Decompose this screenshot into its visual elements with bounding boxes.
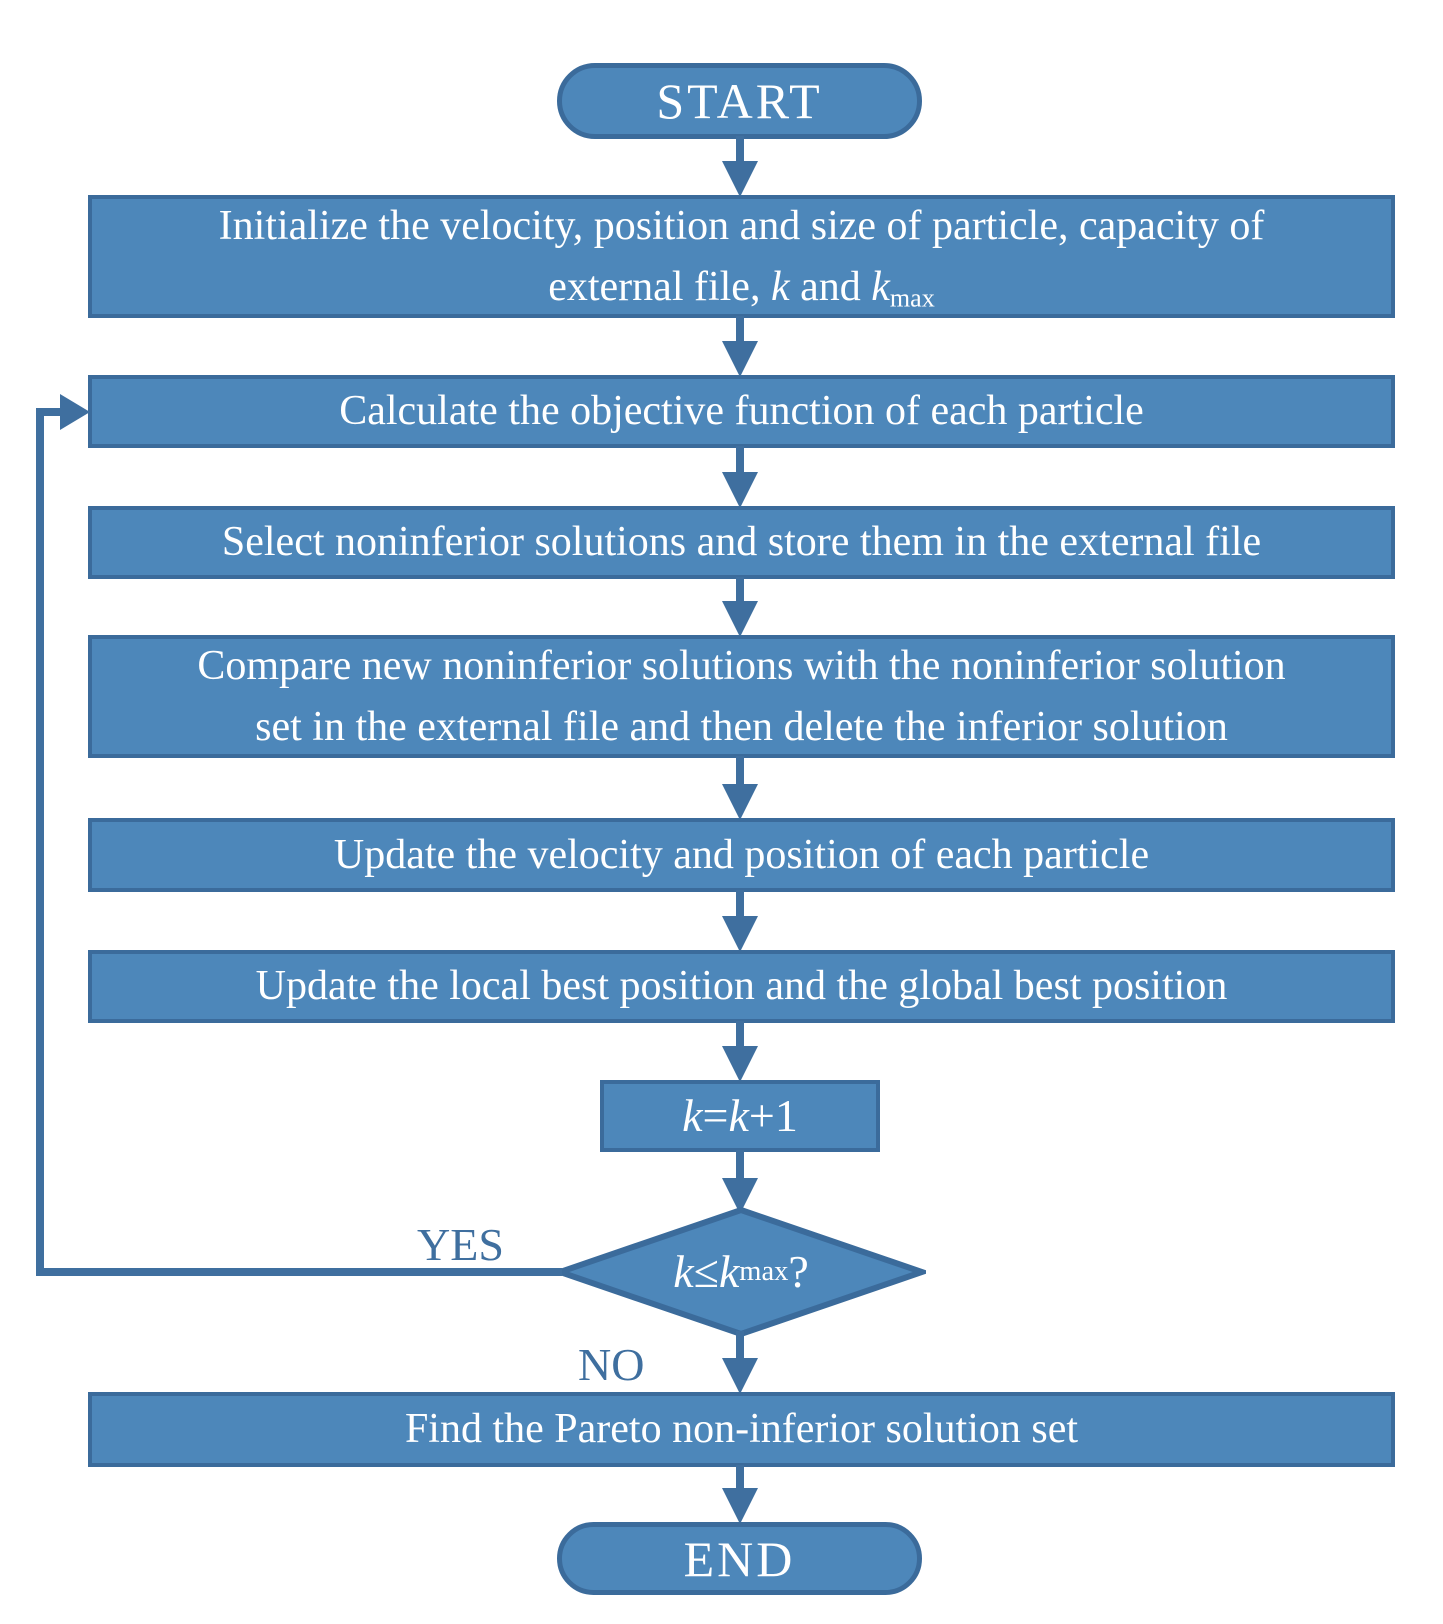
start-node: START: [557, 63, 922, 139]
end-node: END: [557, 1522, 922, 1595]
increment-node: k=k+1: [600, 1080, 880, 1152]
init-kmax-subscript: max: [889, 283, 935, 312]
find-node: Find the Pareto non-inferior solution se…: [88, 1392, 1395, 1467]
arrow-down-icon: [722, 136, 758, 197]
decision-leq: ≤: [693, 1246, 719, 1297]
decision-question-mark: ?: [788, 1246, 809, 1297]
increment-k1: k: [682, 1090, 703, 1141]
init-line1: Initialize the velocity, position and si…: [218, 202, 1265, 249]
decision-k1: k: [673, 1246, 694, 1297]
init-k2: k: [871, 263, 890, 310]
select-label: Select noninferior solutions and store t…: [221, 519, 1262, 565]
yes-arrowhead-icon: [60, 394, 90, 430]
find-label: Find the Pareto non-inferior solution se…: [404, 1406, 1079, 1452]
compare-line2: set in the external file and then delete…: [255, 703, 1228, 750]
yes-line-vertical: [36, 408, 44, 1276]
compare-node: Compare new noninferior solutions with t…: [88, 635, 1395, 758]
increment-k2: k: [728, 1090, 749, 1141]
init-node: Initialize the velocity, position and si…: [88, 195, 1395, 318]
arrow-down-icon: [722, 1021, 758, 1082]
no-label: NO: [578, 1339, 645, 1390]
init-label: Initialize the velocity, position and si…: [219, 196, 1265, 318]
update-velocity-node: Update the velocity and position of each…: [88, 818, 1395, 892]
increment-equals: =: [702, 1090, 729, 1141]
init-k1: k: [770, 263, 790, 310]
end-label: END: [683, 1530, 796, 1587]
calculate-node: Calculate the objective function of each…: [88, 375, 1395, 448]
arrow-down-icon: [722, 756, 758, 820]
yes-label: YES: [417, 1219, 504, 1270]
increment-plus-one: +1: [748, 1090, 798, 1141]
start-label: START: [656, 73, 823, 129]
decision-k2: k: [718, 1246, 740, 1297]
update-velocity-label: Update the velocity and position of each…: [333, 831, 1150, 878]
arrow-down-icon: [722, 1150, 758, 1214]
init-line2-prefix: external file,: [548, 263, 771, 310]
calculate-label: Calculate the objective function of each…: [339, 388, 1144, 434]
arrow-down-icon: [722, 1331, 758, 1394]
arrow-down-icon: [722, 1465, 758, 1524]
arrow-down-icon: [722, 316, 758, 377]
compare-line1: Compare new noninferior solutions with t…: [197, 642, 1286, 689]
yes-line-top: [36, 408, 64, 416]
compare-label: Compare new noninferior solutions with t…: [197, 636, 1285, 758]
select-node: Select noninferior solutions and store t…: [88, 506, 1395, 579]
init-and: and: [789, 263, 872, 310]
update-best-label: Update the local best position and the g…: [255, 963, 1228, 1009]
arrow-down-icon: [722, 446, 758, 508]
yes-line-horizontal: [36, 1268, 562, 1276]
arrow-down-icon: [722, 577, 758, 637]
update-best-node: Update the local best position and the g…: [88, 950, 1395, 1023]
arrow-down-icon: [722, 890, 758, 952]
increment-label: k=k+1: [682, 1093, 798, 1139]
